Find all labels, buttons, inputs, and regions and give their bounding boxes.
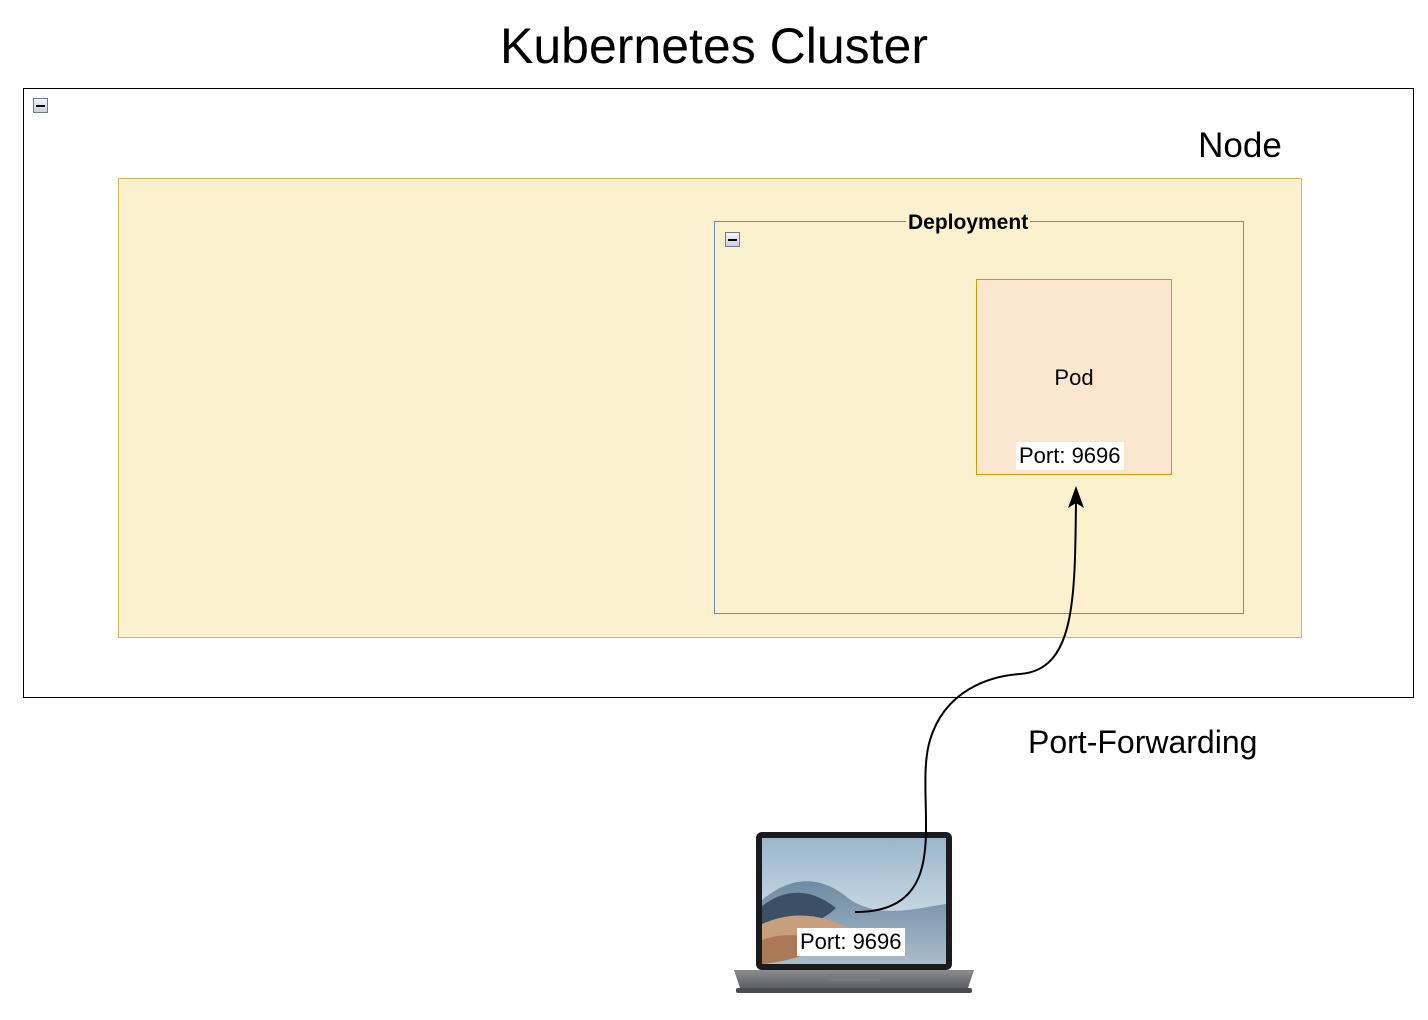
deployment-collapse-icon[interactable] bbox=[725, 232, 740, 247]
deployment-label: Deployment bbox=[906, 209, 1031, 236]
cluster-collapse-icon[interactable] bbox=[33, 98, 48, 113]
laptop-port-label: Port: 9696 bbox=[797, 928, 905, 956]
laptop-icon[interactable] bbox=[728, 828, 978, 998]
pod-label: Pod bbox=[1054, 365, 1094, 390]
node-label: Node bbox=[1198, 126, 1282, 165]
pod-port-label: Port: 9696 bbox=[1016, 442, 1124, 470]
port-forwarding-label: Port-Forwarding bbox=[1028, 724, 1258, 760]
diagram-title: Kubernetes Cluster bbox=[499, 18, 928, 74]
